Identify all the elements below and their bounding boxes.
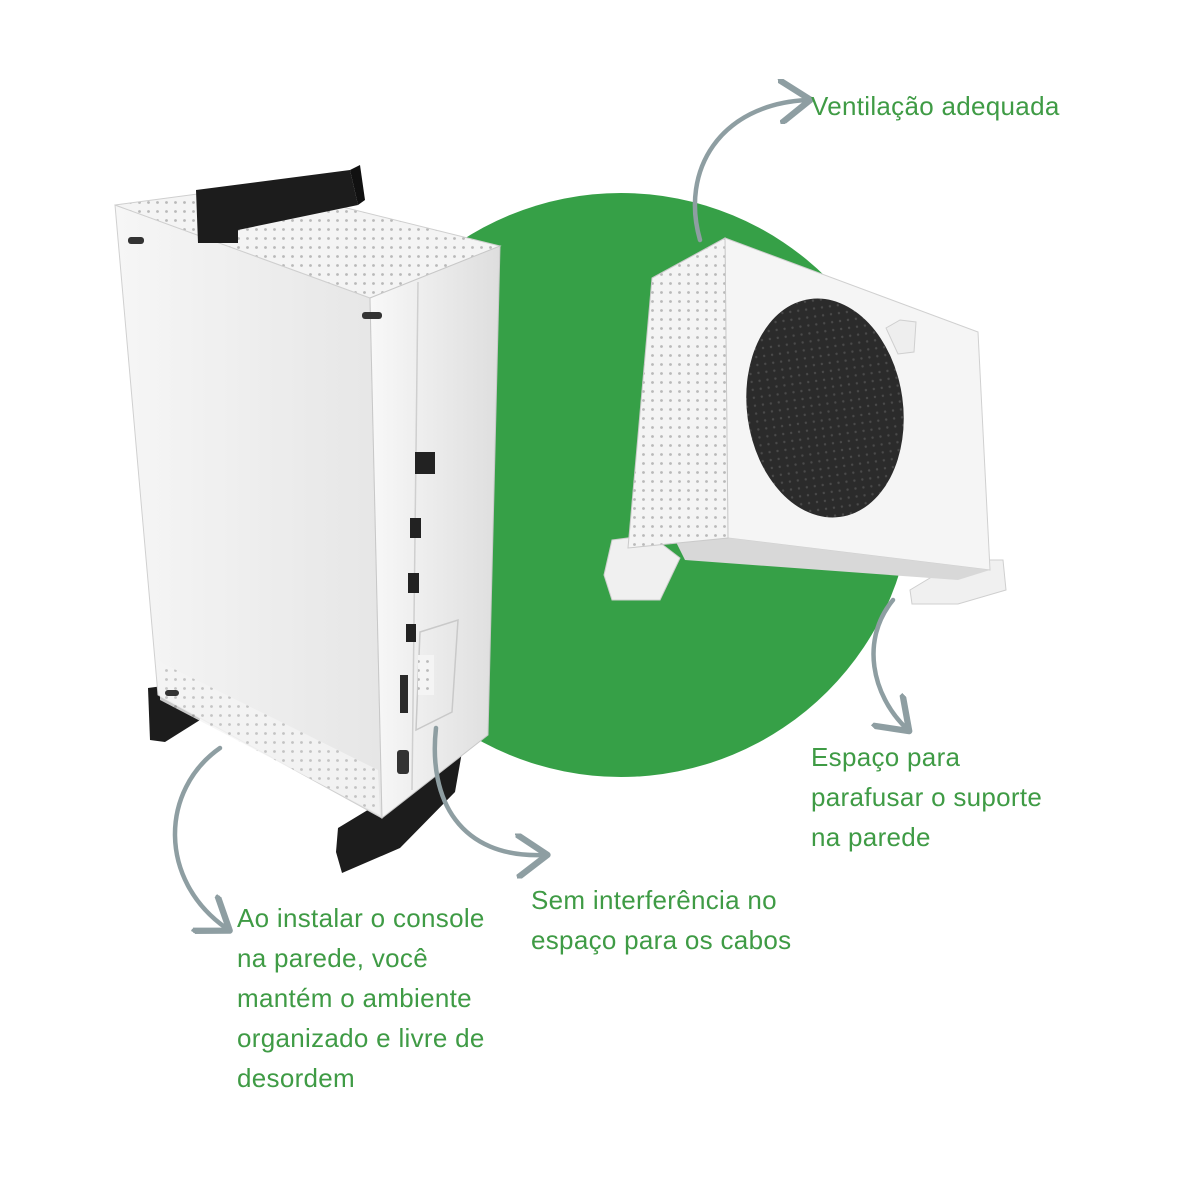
- usb-port-icon: [410, 518, 421, 538]
- callout-wall-install: Ao instalar o console na parede, você ma…: [237, 903, 485, 1093]
- usb-port-icon: [408, 573, 419, 593]
- hdmi-port-icon: [400, 675, 408, 713]
- callout-cable-space: Sem interferência no espaço para os cabo…: [531, 885, 792, 955]
- arrows: [172, 100, 906, 928]
- callout-ventilation: Ventilação adequada: [811, 91, 1060, 121]
- curved-arrow-icon: [172, 745, 226, 928]
- curved-arrow-icon: [692, 100, 806, 243]
- vertical-console: [114, 165, 502, 873]
- console-vent-side: [627, 237, 729, 549]
- fan-grille: [746, 298, 904, 518]
- power-port-icon: [397, 750, 409, 774]
- hdmi-port-icon: [406, 624, 416, 642]
- horizontal-console: [603, 237, 1007, 605]
- curved-arrow-icon: [874, 597, 906, 728]
- callout-screw-space: Espaço para parafusar o suporte na pared…: [811, 742, 1043, 852]
- side-vent-strip: [160, 662, 380, 815]
- ethernet-port-icon: [415, 452, 435, 474]
- curved-arrow-icon: [432, 725, 543, 855]
- top-bracket: [196, 170, 358, 243]
